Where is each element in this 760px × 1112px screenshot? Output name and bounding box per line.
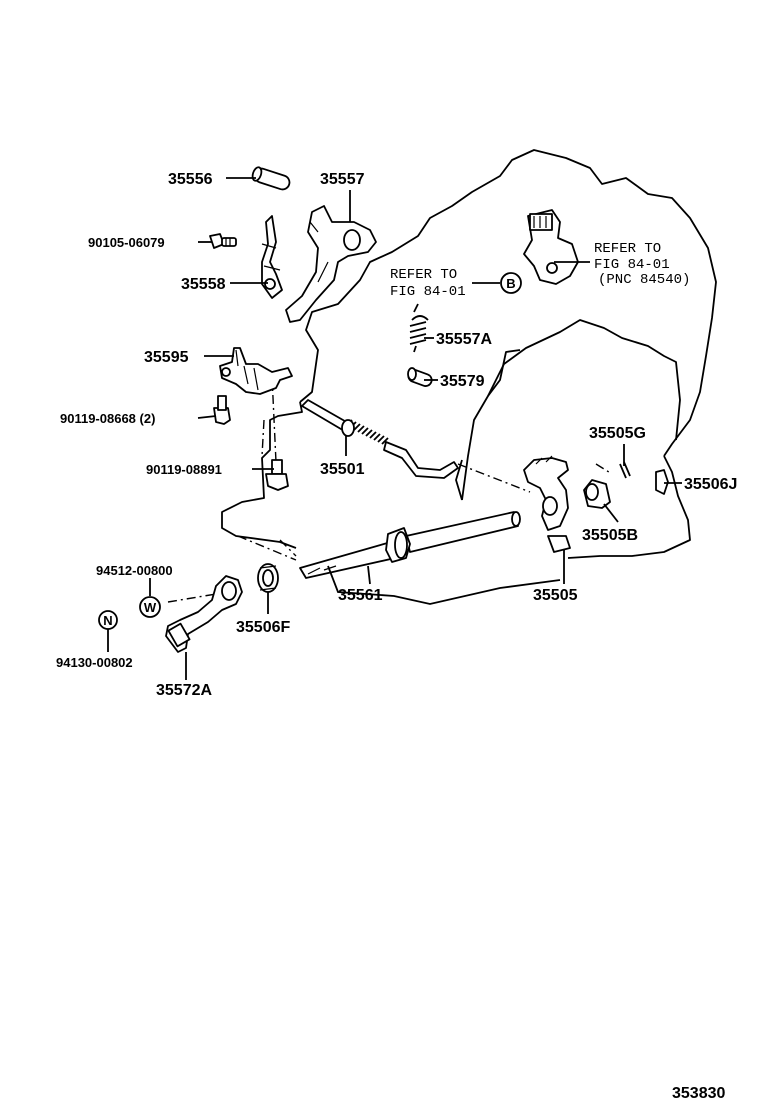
part-35572A-lever[interactable] — [165, 575, 243, 653]
callout-94512-00800[interactable]: 94512-00800 — [96, 563, 173, 578]
callout-labels: 35556 35557 90105-06079 35558 35595 9011… — [56, 171, 737, 699]
transmission-case-outline — [221, 149, 717, 559]
callout-35557[interactable]: 35557 — [320, 171, 365, 188]
part-35505G-pin[interactable] — [619, 461, 631, 479]
callout-35505[interactable]: 35505 — [533, 587, 578, 604]
callout-35501[interactable]: 35501 — [320, 461, 365, 478]
marker-n: N — [98, 610, 118, 630]
part-90119-08891-bolt[interactable] — [265, 459, 289, 491]
part-35558-lever[interactable] — [261, 215, 283, 299]
callout-35558[interactable]: 35558 — [181, 276, 226, 293]
part-35506J-clip[interactable] — [655, 469, 669, 495]
figure-number: 353830 — [672, 1085, 725, 1102]
part-35557-lever[interactable] — [285, 205, 377, 323]
refer-note-left[interactable]: REFER TO FIG 84-01 — [390, 267, 466, 300]
part-35595-bracket[interactable] — [219, 347, 293, 395]
part-35505B-collar[interactable] — [583, 479, 611, 509]
part-35505-lever[interactable] — [523, 455, 571, 553]
part-35579-pin[interactable] — [407, 367, 434, 388]
part-35561-shaft[interactable] — [299, 511, 521, 579]
marker-w: W — [139, 596, 161, 618]
refer-right-line2: FIG 84-01 — [594, 257, 670, 273]
callout-35572A[interactable]: 35572A — [156, 682, 212, 699]
part-35557A-spring[interactable] — [409, 303, 429, 353]
callout-90119-08668[interactable]: 90119-08668 (2) — [60, 411, 155, 426]
part-35501-rod[interactable] — [301, 399, 459, 479]
neutral-switch[interactable] — [523, 209, 579, 285]
refer-left-line1: REFER TO — [390, 267, 457, 283]
callout-35557A[interactable]: 35557A — [436, 331, 492, 348]
marker-w-letter: W — [144, 600, 157, 615]
refer-left-line2: FIG 84-01 — [390, 284, 466, 300]
marker-b-letter: B — [506, 276, 515, 291]
callout-35579[interactable]: 35579 — [440, 373, 485, 390]
refer-right-line1: REFER TO — [594, 241, 661, 257]
callout-35595[interactable]: 35595 — [144, 349, 189, 366]
part-90119-08668-bolt[interactable] — [213, 395, 231, 425]
callout-90119-08891[interactable]: 90119-08891 — [146, 462, 222, 477]
part-90105-06079-bolt[interactable] — [209, 233, 237, 249]
marker-n-letter: N — [103, 613, 112, 628]
refer-right-line3: (PNC 84540) — [598, 272, 690, 288]
marker-b: B — [500, 272, 522, 294]
callout-35506J[interactable]: 35506J — [684, 476, 737, 493]
callout-35561[interactable]: 35561 — [338, 587, 383, 604]
part-35556-pin[interactable] — [251, 166, 291, 191]
callout-35505G[interactable]: 35505G — [589, 425, 646, 442]
refer-note-right[interactable]: REFER TO FIG 84-01 (PNC 84540) — [594, 241, 690, 288]
leader-lines — [107, 177, 682, 680]
callout-35556[interactable]: 35556 — [168, 171, 213, 188]
callout-90105-06079[interactable]: 90105-06079 — [88, 235, 165, 250]
callout-94130-00802[interactable]: 94130-00802 — [56, 655, 133, 670]
callout-35506F[interactable]: 35506F — [236, 619, 290, 636]
callout-35505B[interactable]: 35505B — [582, 527, 638, 544]
part-35506F-seal[interactable] — [257, 563, 279, 593]
